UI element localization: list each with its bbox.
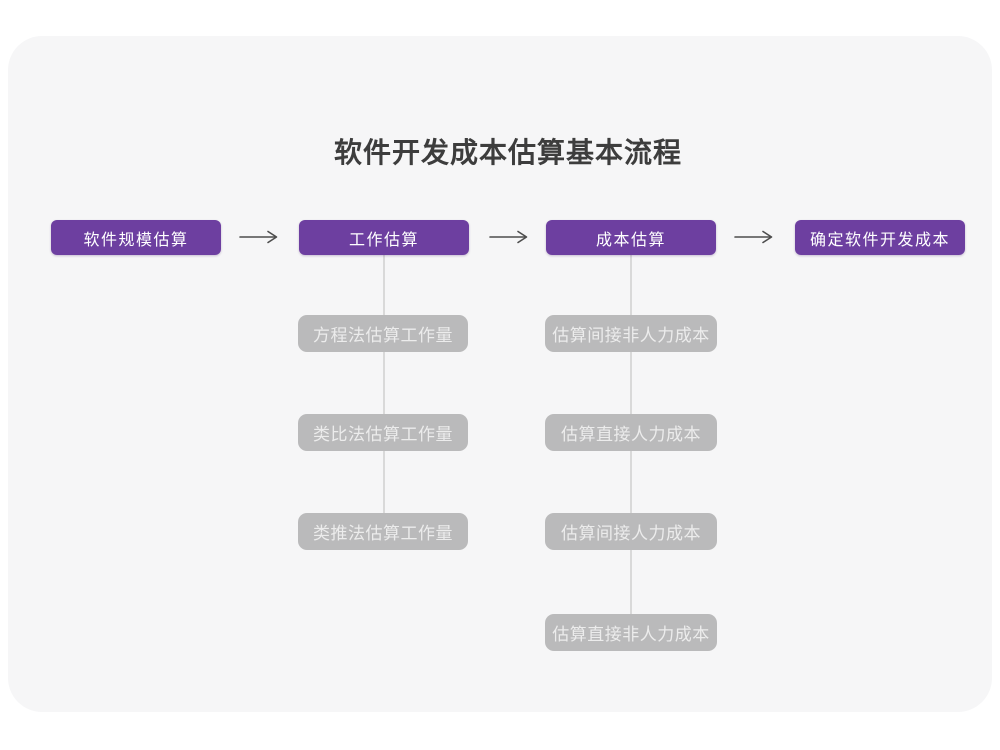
method-node-label: 估算间接非人力成本 <box>552 326 710 345</box>
method-node-label: 方程法估算工作量 <box>313 326 453 345</box>
method-node-analogy-workload: 类比法估算工作量 <box>298 414 468 451</box>
method-node-direct-labor-cost: 估算直接人力成本 <box>545 414 717 451</box>
stage-node-determine-development-cost: 确定软件开发成本 <box>795 220 965 255</box>
right-arrow-icon <box>734 230 773 244</box>
connector-work-estimation-column <box>383 255 385 515</box>
stage-node-label: 软件规模估算 <box>83 231 189 249</box>
stage-node-cost-estimation: 成本估算 <box>546 220 716 255</box>
right-arrow-icon <box>489 230 528 244</box>
method-node-direct-nonlabor-cost: 估算直接非人力成本 <box>545 614 717 651</box>
method-node-indirect-labor-cost: 估算间接人力成本 <box>545 513 717 550</box>
method-node-label: 估算直接非人力成本 <box>552 625 710 644</box>
method-node-extrapolation-workload: 类推法估算工作量 <box>298 513 468 550</box>
diagram-title: 软件开发成本估算基本流程 <box>333 137 682 168</box>
method-node-label: 类比法估算工作量 <box>313 425 453 444</box>
method-node-label: 类推法估算工作量 <box>313 524 453 543</box>
method-node-indirect-nonlabor-cost: 估算间接非人力成本 <box>545 315 717 352</box>
stage-node-software-scale-estimation: 软件规模估算 <box>51 220 221 255</box>
right-arrow-icon <box>239 230 278 244</box>
method-node-label: 估算间接人力成本 <box>561 524 701 543</box>
stage-node-label: 确定软件开发成本 <box>809 231 950 249</box>
stage-node-label: 工作估算 <box>348 231 419 249</box>
method-node-equation-workload: 方程法估算工作量 <box>298 315 468 352</box>
method-node-label: 估算直接人力成本 <box>561 425 701 444</box>
stage-node-work-estimation: 工作估算 <box>299 220 469 255</box>
flowchart-card: 软件开发成本估算基本流程 软件规模估算 工作估算 成本估算 确定软件开发成本 <box>8 36 992 712</box>
stage-node-label: 成本估算 <box>595 231 666 249</box>
